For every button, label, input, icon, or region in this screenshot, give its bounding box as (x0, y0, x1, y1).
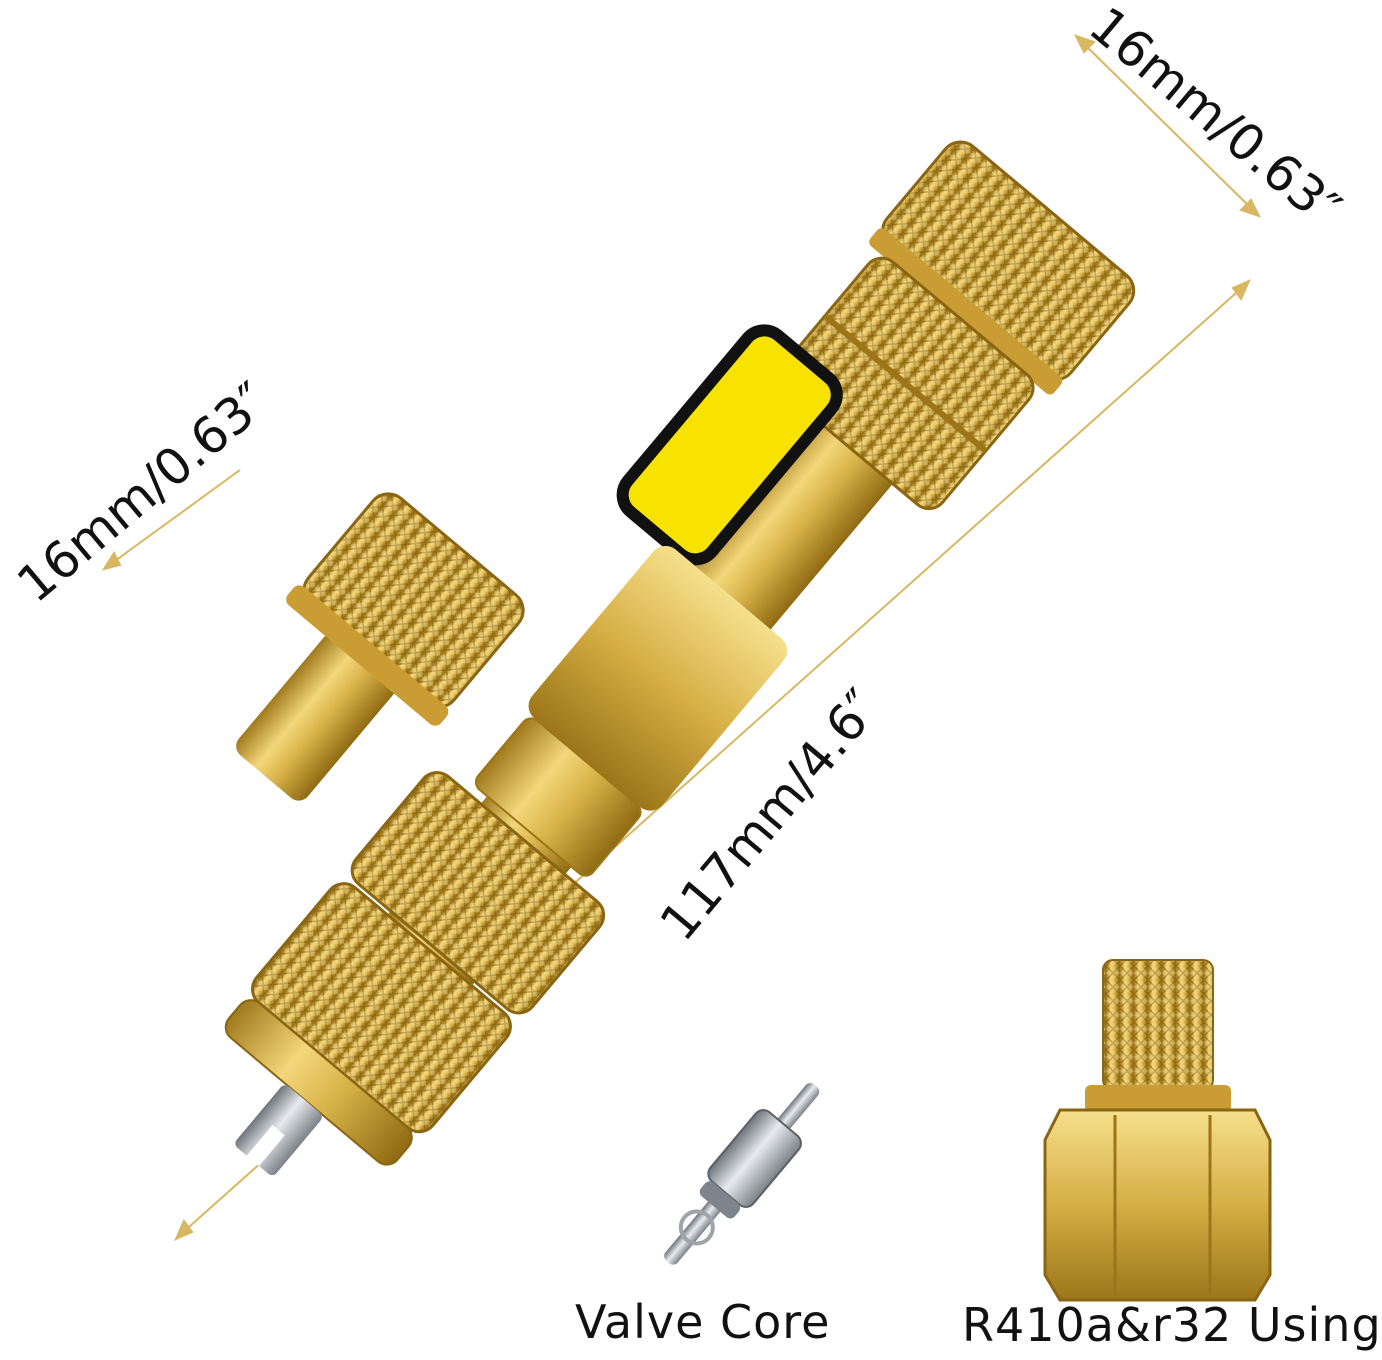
arrow-head (1074, 34, 1096, 54)
adapter-caption: R410a&r32 Using (962, 1298, 1382, 1352)
arrow-head (101, 550, 122, 571)
sleeve-groove (822, 313, 988, 454)
side-port (236, 492, 525, 801)
valve-core-spring (678, 1209, 715, 1246)
arrow-head (1239, 198, 1261, 218)
valve-core-part (664, 1083, 820, 1265)
side-port-cap-rim (286, 585, 449, 726)
left-dimension-line (107, 469, 241, 567)
valve-core-caption: Valve Core (575, 1295, 831, 1349)
valve-core-seal (699, 1181, 741, 1219)
valve-core-body (707, 1109, 802, 1208)
top-dimension-line (1079, 39, 1256, 213)
r410a-adapter (1043, 959, 1272, 1302)
side-port-tube (236, 630, 399, 801)
hex-nut (474, 717, 642, 877)
adapter-neck (1085, 1085, 1231, 1113)
bottom-knurled-sleeve-1 (350, 771, 606, 1015)
adapter-flare (1102, 959, 1214, 1091)
ball-valve-handle (616, 324, 843, 566)
valve-body (528, 545, 788, 811)
valve-core-remover-tool (224, 140, 1136, 1176)
adapter-hex-body (1043, 1108, 1272, 1302)
top-cap-rim (869, 228, 1063, 395)
arrow-head (174, 1219, 194, 1241)
arrow-head (1231, 279, 1251, 301)
steel-tip-slot (246, 1125, 285, 1167)
